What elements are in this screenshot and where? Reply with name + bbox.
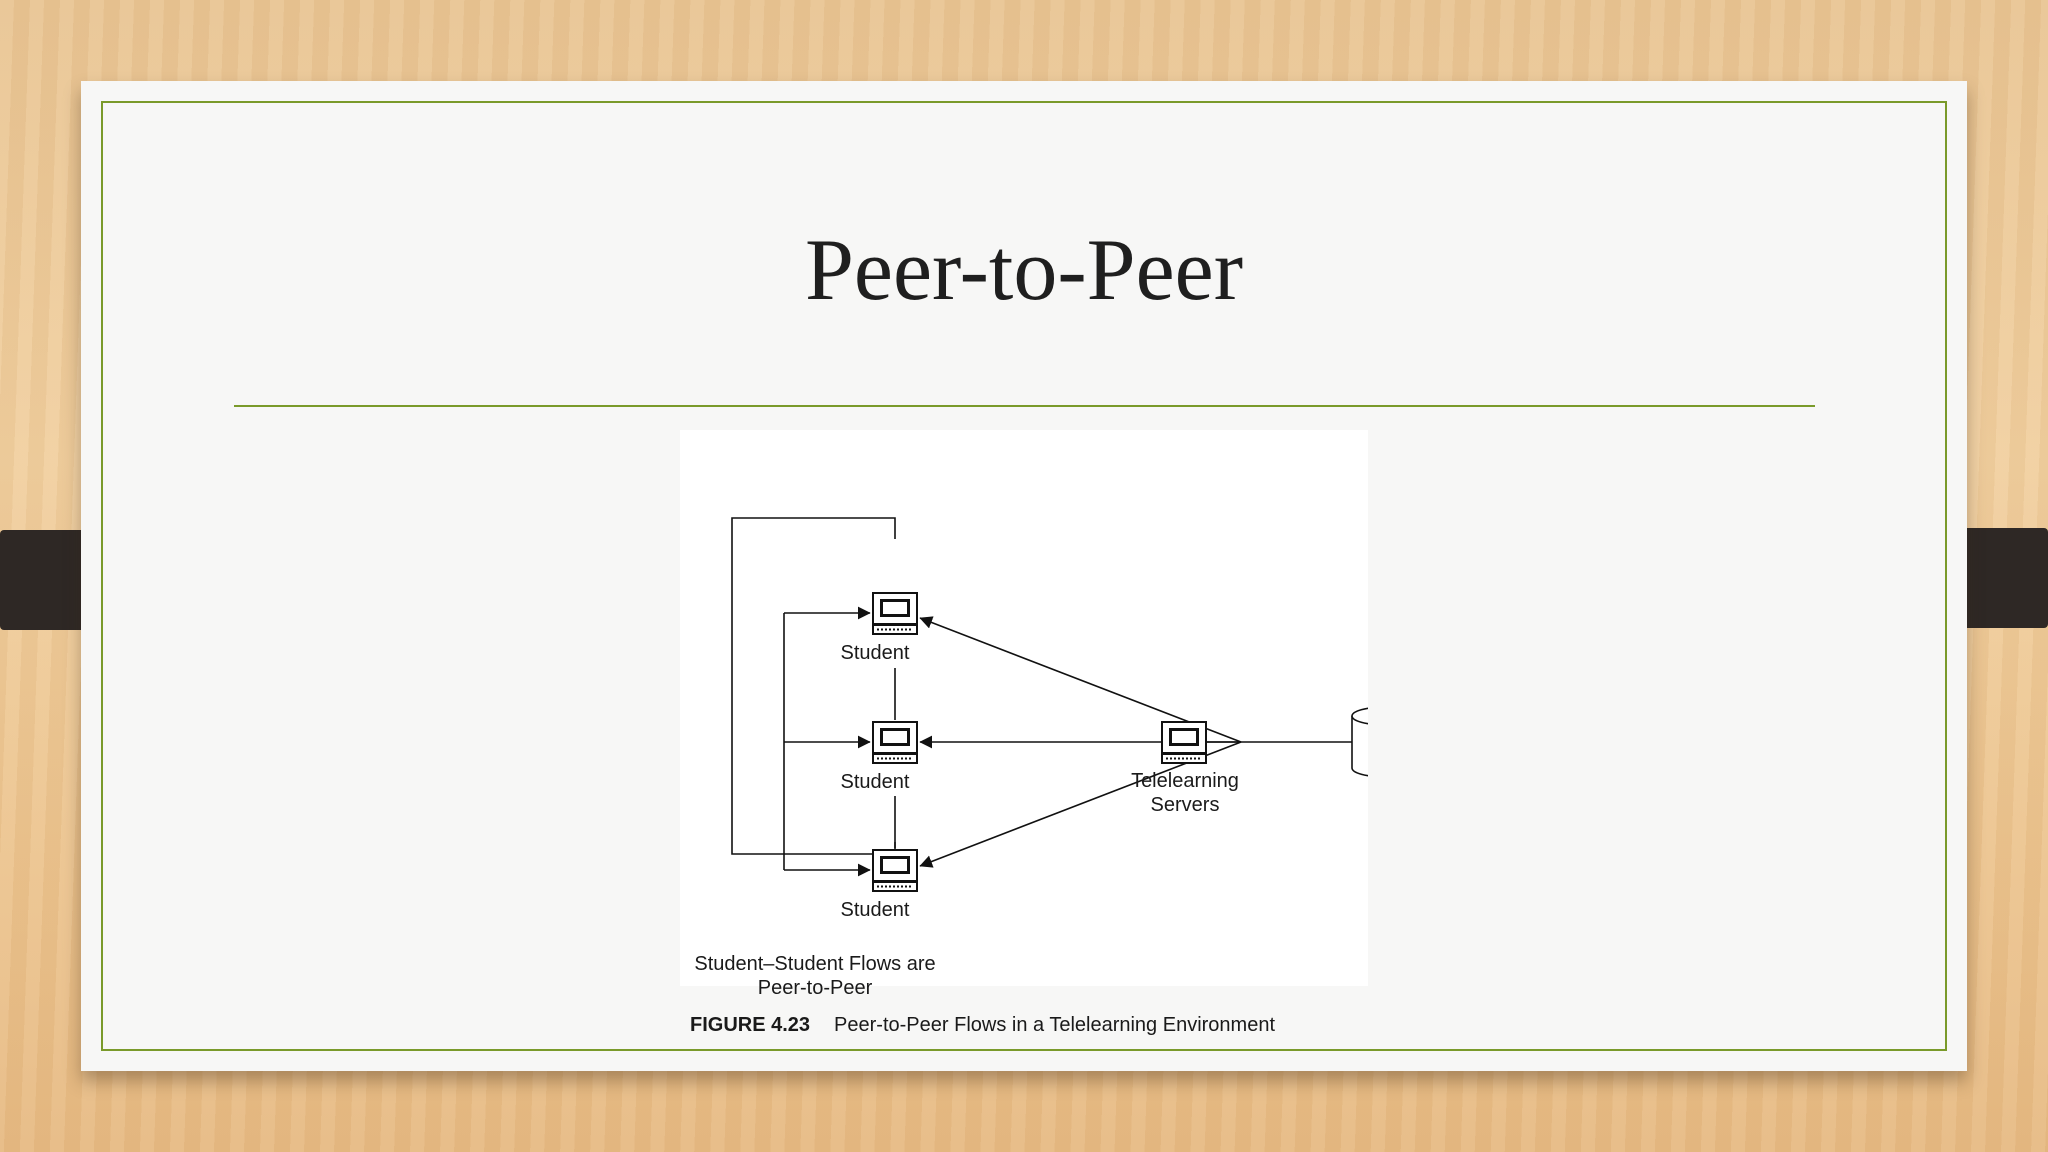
student-top-computer-icon (872, 592, 918, 635)
server-label: Telelearning Servers (1131, 770, 1239, 816)
slide-border (101, 101, 1947, 1051)
diagram-figure: Student Student Student Telelearning Ser… (680, 430, 1368, 1036)
slide: Peer-to-Peer (81, 81, 1967, 1071)
diagram-canvas (731, 517, 1368, 892)
student-mid-computer-icon (872, 721, 918, 764)
student-label-top: Student (840, 642, 910, 664)
student-label-bottom: Student (840, 899, 910, 921)
title-divider (234, 405, 1815, 407)
flows-note: Student–Student Flows are Peer-to-Peer (694, 953, 936, 999)
outer-loop-line (731, 517, 896, 855)
slide-title: Peer-to-Peer (804, 222, 1244, 319)
figure-caption: FIGURE 4.23 Peer-to-Peer Flows in a Telel… (690, 1014, 1275, 1037)
database-icon (1351, 707, 1368, 777)
server-computer-icon (1161, 721, 1207, 764)
figure-caption-text: Peer-to-Peer Flows in a Telelearning Env… (834, 1014, 1276, 1036)
student-bottom-computer-icon (872, 849, 918, 892)
figure-number: FIGURE 4.23 (690, 1014, 811, 1036)
student-label-mid: Student (840, 771, 910, 793)
